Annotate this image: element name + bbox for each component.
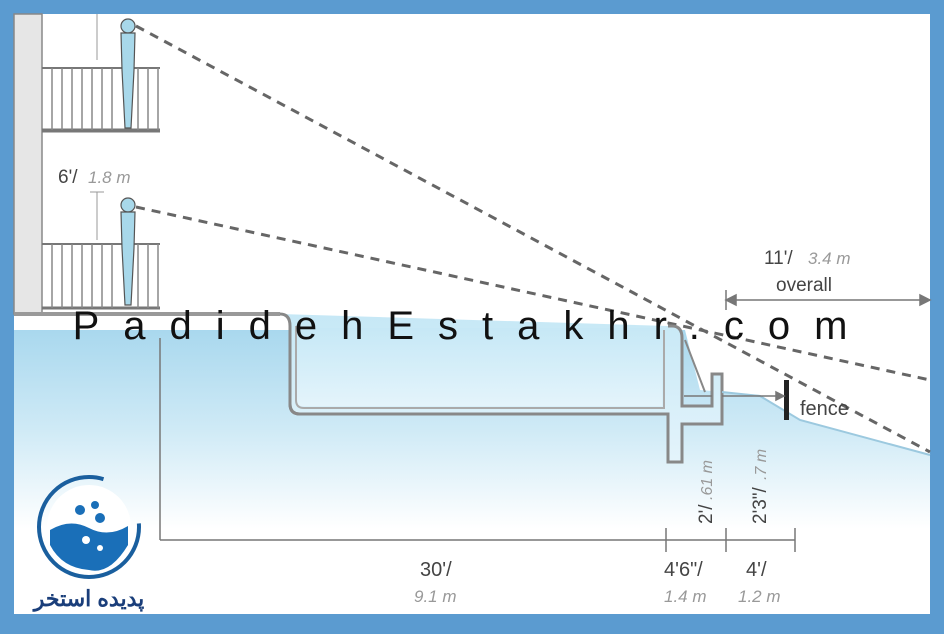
pool-len-m: 9.1 m	[414, 587, 457, 606]
overall-ft: 11'/	[764, 248, 793, 269]
pool-len-ft: 30'/	[420, 559, 452, 581]
vertical-dim-1: 2'/ .61 m	[696, 460, 717, 524]
eye-height-ft: 6'/	[58, 167, 78, 188]
lower-person-icon	[120, 197, 136, 306]
eye-height-label: 6'/ 1.8 m	[58, 167, 131, 188]
overall-word: overall	[776, 275, 832, 296]
vert2-m: .7 m	[753, 449, 770, 480]
lower-balcony	[42, 191, 160, 310]
ground-fill	[14, 330, 930, 614]
vert1-ft: 2'/	[696, 504, 717, 524]
buffer-ft: 4'/	[746, 559, 767, 581]
fence-post	[784, 380, 789, 420]
logo-text: پدیده استخر	[32, 586, 145, 613]
upper-person-icon	[120, 18, 136, 129]
building-wall	[13, 13, 43, 315]
water-drop-icon	[50, 523, 128, 571]
vert2-ft: 2'3"/	[750, 486, 771, 524]
deck-m: 1.4 m	[664, 587, 707, 606]
deck-ft: 4'6"/	[664, 559, 703, 581]
upper-balcony	[42, 14, 160, 133]
pool-length-label: 30'/ 9.1 m	[414, 559, 457, 606]
buffer-width-label: 4'/ 1.2 m	[738, 559, 781, 606]
brand-logo: پدیده استخر	[32, 475, 145, 613]
fence-label: fence	[800, 398, 849, 420]
pool-water	[296, 328, 662, 406]
buffer-m: 1.2 m	[738, 587, 781, 606]
overall-m: 3.4 m	[808, 249, 851, 268]
dimension-lines	[159, 290, 932, 552]
deck-width-label: 4'6"/ 1.4 m	[664, 559, 707, 606]
sight-lines	[135, 24, 931, 454]
vert1-m: .61 m	[699, 460, 716, 500]
pool-structure	[14, 312, 931, 464]
overall-label: 11'/ 3.4 m overall	[764, 248, 851, 296]
vertical-dim-2: 2'3"/ .7 m	[750, 449, 771, 524]
eye-height-m: 1.8 m	[88, 168, 131, 187]
